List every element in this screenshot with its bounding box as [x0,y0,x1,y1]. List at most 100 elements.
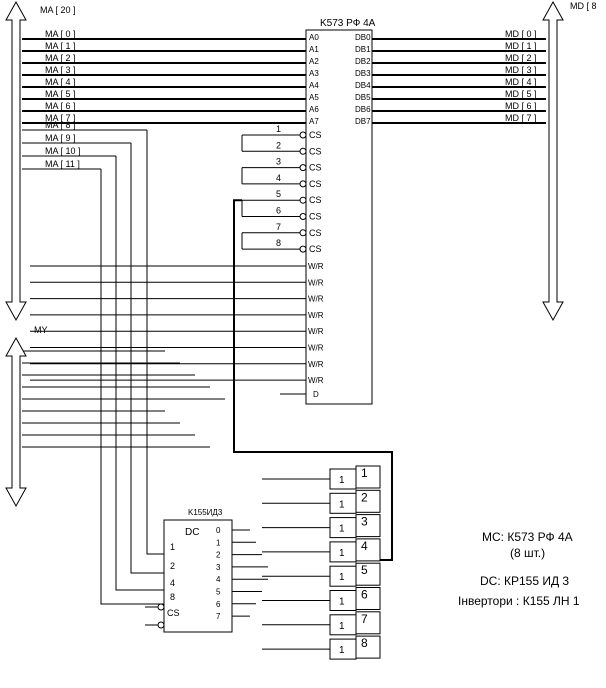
cs-number-label: 7 [276,222,281,232]
inverter-output-number: 6 [361,588,368,602]
cs-pin-label: CS [309,163,322,173]
decoder-output-label: 6 [216,600,221,609]
decoder-input-wire [146,130,164,555]
ma-line-label: MA [ 5 ] [45,89,76,99]
md-line-label: MD [ 3 ] [505,65,537,75]
md-line-label: MD [ 1 ] [505,41,537,51]
cs-number-label: 4 [276,173,281,183]
cs-bubble [299,245,307,253]
ma-line-label: MA [ 11 ] [45,159,80,169]
md-bus-label: MD [ 8 [570,1,597,11]
cs-bubble [299,180,307,188]
memory-chip-title: K573 РФ 4А [320,18,376,29]
md-line-label: MD [ 7 ] [505,113,537,123]
ma-line-label: MA [ 8 ] [45,120,76,130]
address-pin-label: A2 [309,57,319,66]
inverter-output-box [355,514,381,538]
decoder-output-label: 4 [216,575,221,584]
data-pin-label: DB3 [355,69,371,78]
data-pin-label: DB5 [355,93,371,102]
md-line-label: MD [ 5 ] [505,89,537,99]
inverter-gate-label: 1 [339,572,345,583]
wr-pin-label: W/R [308,262,324,271]
cs-pin-label: CS [309,195,322,205]
data-pin-label: DB7 [355,117,371,126]
legend-decoder: DC: КР155 ИД 3 [480,574,569,588]
cs-number-label: 6 [276,206,281,216]
decoder-body [163,519,233,633]
wr-pin-label: W/R [308,376,324,385]
memory-chip-body [305,29,373,405]
legend-count: (8 шт.) [510,546,545,560]
legend-inverters: Інвертори : К155 ЛН 1 [458,594,580,608]
wr-pin-label: W/R [308,311,324,320]
cs-number-label: 1 [276,124,281,134]
data-pin-label: DB0 [355,33,371,42]
decoder-cs-bubble-b [157,621,165,629]
address-pin-label: A5 [309,93,319,102]
inverter-gate-label: 1 [339,499,345,510]
md-line-label: MD [ 2 ] [505,53,537,63]
decoder-input-wire [115,156,164,591]
inverter-output-number: 1 [361,466,368,480]
cs-bubble [299,131,307,139]
ma-line-label: MA [ 0 ] [45,29,76,39]
cs-number-label: 3 [276,157,281,167]
inverter-gate-label: 1 [339,548,345,559]
address-pin-label: A4 [309,81,319,90]
cs-pin-label: CS [309,179,322,189]
cs-bubble [299,229,307,237]
inverter-output-box [355,587,381,610]
md-line-label: MD [ 6 ] [505,101,537,111]
decoder-output-label: 1 [216,538,221,547]
address-pin-label: A7 [309,117,319,126]
address-pin-label: A1 [309,45,319,54]
inverter-output-box [355,611,381,635]
ma-line-label: MA [ 1 ] [45,41,76,51]
decoder-output-label: 2 [216,551,221,560]
ma-line-label: MA [ 9 ] [45,133,76,143]
inverter-output-number: 3 [361,515,368,529]
my-bus-arrow [5,336,27,508]
md-line-label: MD [ 4 ] [505,77,537,87]
ma-line-label: MA [ 7 ] [45,113,76,123]
inverter-gate-label: 1 [339,645,345,656]
cs-pin-label: CS [309,146,322,156]
wr-pin-label: W/R [308,344,324,353]
address-pin-label: A0 [309,33,319,42]
ma-line-label: MA [ 4 ] [45,77,76,87]
decoder-label: DC [185,527,199,538]
inverter-gate-label: 1 [339,597,345,608]
ma-bus-label: MA [ 20 ] [40,5,76,15]
inverter-output-box [355,538,381,562]
decoder-cs-label: CS [167,608,180,618]
cs5-link-wire [233,199,393,561]
md-line-label: MD [ 0 ] [505,29,537,39]
inverter-output-box [355,635,381,659]
ma-bus-arrow [5,0,27,322]
cs-pin-label: CS [309,244,322,254]
cs-number-label: 8 [276,238,281,248]
inverter-output-number: 7 [361,612,368,626]
address-pin-label: A3 [309,69,319,78]
wr-pin-label: W/R [308,327,324,336]
address-pin-label: A6 [309,105,319,114]
cs-number-label: 2 [276,140,281,150]
cs-bubble [299,164,307,172]
decoder-input-label: 8 [170,592,175,602]
inverter-gate-label: 1 [339,475,345,486]
decoder-input-wire [100,169,164,605]
cs-pin-label: CS [309,130,322,140]
ma-line-label: MA [ 2 ] [45,53,76,63]
inverter-output-box [355,562,381,586]
wr-pin-label: W/R [308,360,324,369]
inverter-gate-label: 1 [339,524,345,535]
ma-line-label: MA [ 6 ] [45,101,76,111]
decoder-output-label: 0 [216,526,221,535]
cs-bubble [299,147,307,155]
inverter-output-number: 2 [361,490,368,504]
data-pin-label: DB4 [355,81,371,90]
cs-pin-label: CS [309,228,322,238]
decoder-input-wire [130,143,164,574]
decoder-title: K155ИД3 [188,508,223,517]
